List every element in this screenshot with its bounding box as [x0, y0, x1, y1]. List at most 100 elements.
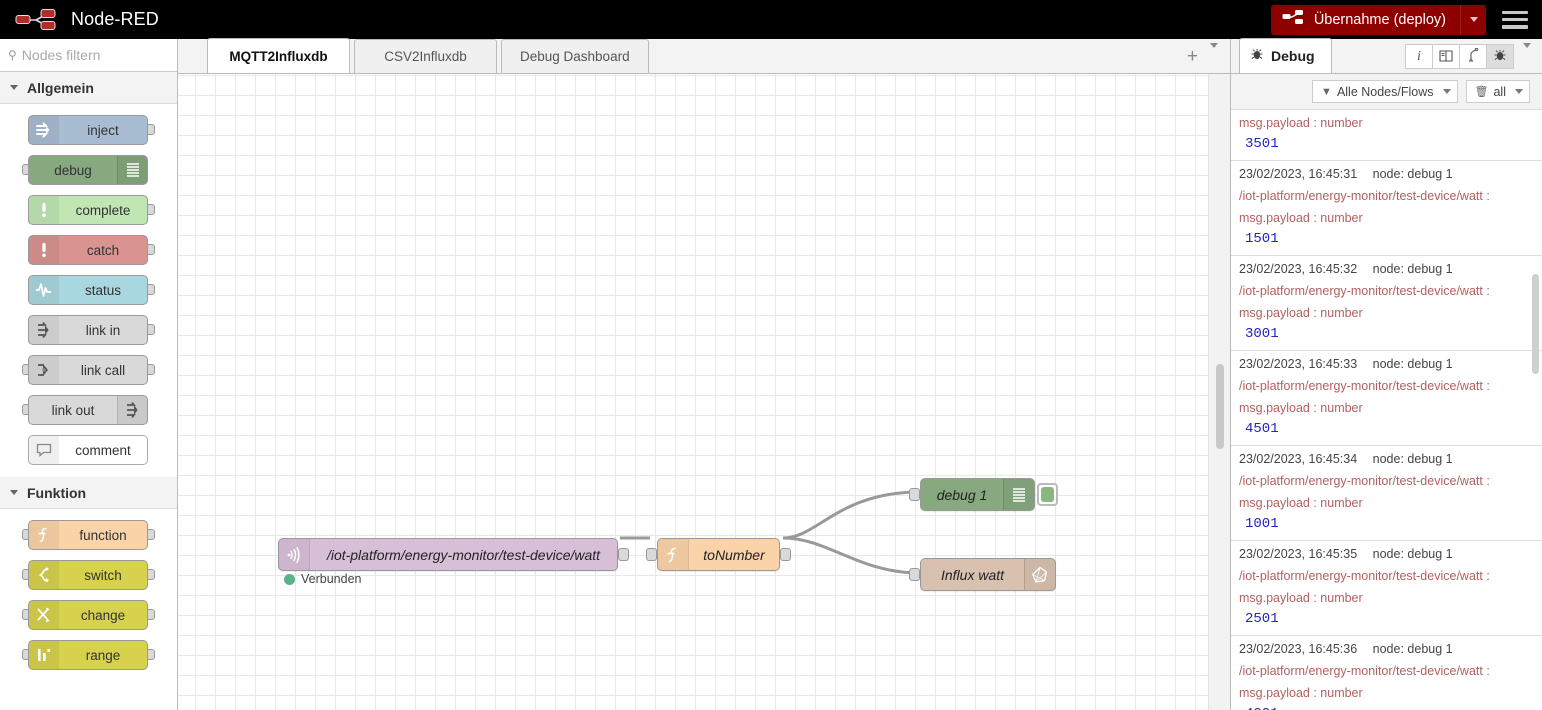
deploy-icon: [1282, 9, 1304, 30]
debug-message-header: 23/02/2023, 16:45:32 node: debug 1: [1239, 262, 1532, 276]
debug-filter-button[interactable]: ▼ Alle Nodes/Flows: [1312, 80, 1458, 103]
debug-timestamp: 23/02/2023, 16:45:33: [1239, 357, 1358, 371]
debug-clear-button[interactable]: 🗑 all: [1465, 80, 1530, 103]
palette-node-change[interactable]: change: [0, 596, 177, 636]
influx-out-node[interactable]: Influx watt: [920, 558, 1056, 591]
palette-category-funktion[interactable]: Funktion: [0, 477, 177, 509]
node-output-port[interactable]: [146, 529, 155, 540]
node-input-port[interactable]: [22, 609, 31, 620]
debug-message[interactable]: 23/02/2023, 16:45:32 node: debug 1/iot-p…: [1231, 256, 1542, 351]
node-output-port[interactable]: [146, 324, 155, 335]
palette-node-status[interactable]: status: [0, 271, 177, 311]
search-input[interactable]: [21, 47, 167, 63]
debug-message-list[interactable]: msg.payload : number 3501 23/02/2023, 16:…: [1231, 110, 1542, 710]
node-input-port[interactable]: [22, 649, 31, 660]
node-input-port[interactable]: [646, 548, 657, 561]
debug-value[interactable]: 3001: [1245, 326, 1279, 342]
flow-tab-label: CSV2Influxdb: [384, 49, 467, 64]
flow-tabs: MQTT2Influxdb CSV2Influxdb Debug Dashboard: [178, 38, 653, 73]
palette-node-link-out[interactable]: link out: [0, 391, 177, 431]
flow-tab-mqtt2influxdb[interactable]: MQTT2Influxdb: [207, 38, 350, 73]
node-input-port[interactable]: [22, 164, 31, 175]
debug-value[interactable]: 2501: [1245, 611, 1279, 627]
palette-node-comment[interactable]: comment: [0, 431, 177, 471]
node-output-port[interactable]: [146, 649, 155, 660]
node-output-port[interactable]: [146, 609, 155, 620]
sidebar-tools-menu-button[interactable]: [1513, 42, 1542, 66]
flow-tab-csv2influxdb[interactable]: CSV2Influxdb: [354, 39, 497, 73]
debug-message[interactable]: msg.payload : number 3501: [1231, 110, 1542, 161]
debug-value[interactable]: 4501: [1245, 421, 1279, 437]
function-node[interactable]: toNumber: [657, 538, 780, 571]
flow-tab-label: MQTT2Influxdb: [229, 48, 328, 64]
debug-value[interactable]: 1001: [1245, 516, 1279, 532]
hamburger-menu-icon[interactable]: [1502, 9, 1528, 31]
debug-message[interactable]: 23/02/2023, 16:45:35 node: debug 1/iot-p…: [1231, 541, 1542, 636]
palette-node-switch[interactable]: switch: [0, 556, 177, 596]
node-output-port[interactable]: [780, 548, 791, 561]
node-output-port[interactable]: [146, 284, 155, 295]
node-output-port[interactable]: [618, 548, 629, 561]
pulse-wave-icon: [29, 276, 59, 304]
deploy-group: Übernahme (deploy): [1270, 4, 1486, 35]
node-output-port[interactable]: [146, 364, 155, 375]
deploy-dropdown-button[interactable]: [1460, 4, 1486, 35]
flow-canvas[interactable]: /iot-platform/energy-monitor/test-device…: [178, 74, 1230, 710]
node-input-port[interactable]: [909, 488, 920, 501]
palette-node-link-call[interactable]: link call: [0, 351, 177, 391]
node-output-port[interactable]: [146, 124, 155, 135]
debug-value[interactable]: 1501: [1245, 231, 1279, 247]
palette-node-function[interactable]: function: [0, 516, 177, 556]
function-f-icon: [29, 521, 59, 549]
debug-property: msg.payload : number: [1239, 116, 1363, 130]
debug-message[interactable]: 23/02/2023, 16:45:34 node: debug 1/iot-p…: [1231, 446, 1542, 541]
canvas-scrollbar[interactable]: [1208, 74, 1230, 710]
flow-list-menu-button[interactable]: [1208, 42, 1230, 66]
debug-message[interactable]: 23/02/2023, 16:45:31 node: debug 1/iot-p…: [1231, 161, 1542, 256]
node-output-port[interactable]: [146, 569, 155, 580]
debug-tab-button[interactable]: [1486, 44, 1514, 69]
debug-message[interactable]: 23/02/2023, 16:45:33 node: debug 1/iot-p…: [1231, 351, 1542, 446]
flow-tab-label: Debug Dashboard: [520, 49, 630, 64]
palette-node-debug[interactable]: debug: [0, 151, 177, 191]
node-input-port[interactable]: [22, 404, 31, 415]
debug-node[interactable]: debug 1: [920, 478, 1035, 511]
app-title: Node-RED: [71, 9, 159, 29]
palette-node-range[interactable]: range: [0, 636, 177, 676]
debug-messages: msg.payload : number 3501 23/02/2023, 16:…: [1231, 110, 1542, 710]
debug-node-toggle-button[interactable]: [1037, 483, 1058, 506]
canvas-grid: [178, 74, 1230, 710]
add-flow-button[interactable]: +: [1186, 46, 1198, 67]
debug-value[interactable]: 4001: [1239, 706, 1532, 710]
inject-arrow-icon: [29, 116, 59, 144]
tab-debug[interactable]: Debug: [1239, 38, 1332, 73]
context-tab-button[interactable]: [1459, 44, 1487, 69]
flow-tab-debug-dashboard[interactable]: Debug Dashboard: [501, 39, 649, 73]
node-input-port[interactable]: [22, 529, 31, 540]
debug-clear-label: all: [1493, 84, 1506, 99]
node-input-port[interactable]: [22, 569, 31, 580]
chevron-down-icon: [1442, 89, 1451, 94]
debug-message[interactable]: 23/02/2023, 16:45:36 node: debug 1/iot-p…: [1231, 636, 1542, 710]
palette-search-box[interactable]: ⚲: [0, 39, 177, 72]
help-tab-button[interactable]: [1432, 44, 1460, 69]
mqtt-in-node[interactable]: /iot-platform/energy-monitor/test-device…: [278, 538, 618, 571]
node-input-port[interactable]: [22, 364, 31, 375]
switch-icon: [29, 561, 59, 589]
node-output-port[interactable]: [146, 204, 155, 215]
palette-node-catch[interactable]: catch: [0, 231, 177, 271]
debug-scrollbar-thumb[interactable]: [1532, 274, 1539, 374]
palette-node-complete[interactable]: complete: [0, 191, 177, 231]
node-output-port[interactable]: [146, 244, 155, 255]
info-tab-button[interactable]: i: [1405, 44, 1433, 69]
debug-topic: /iot-platform/energy-monitor/test-device…: [1239, 189, 1490, 203]
debug-value[interactable]: 3501: [1245, 136, 1279, 152]
deploy-button[interactable]: Übernahme (deploy): [1270, 4, 1460, 35]
palette-category-allgemein[interactable]: Allgemein: [0, 72, 177, 104]
flow-tab-bar: MQTT2Influxdb CSV2Influxdb Debug Dashboard…: [178, 38, 1230, 74]
palette-node-inject[interactable]: inject: [0, 111, 177, 151]
debug-filter-bar: ▼ Alle Nodes/Flows 🗑 all: [1231, 74, 1542, 110]
palette-node-link-in[interactable]: link in: [0, 311, 177, 351]
canvas-scrollbar-thumb[interactable]: [1216, 364, 1224, 449]
node-input-port[interactable]: [909, 568, 920, 581]
